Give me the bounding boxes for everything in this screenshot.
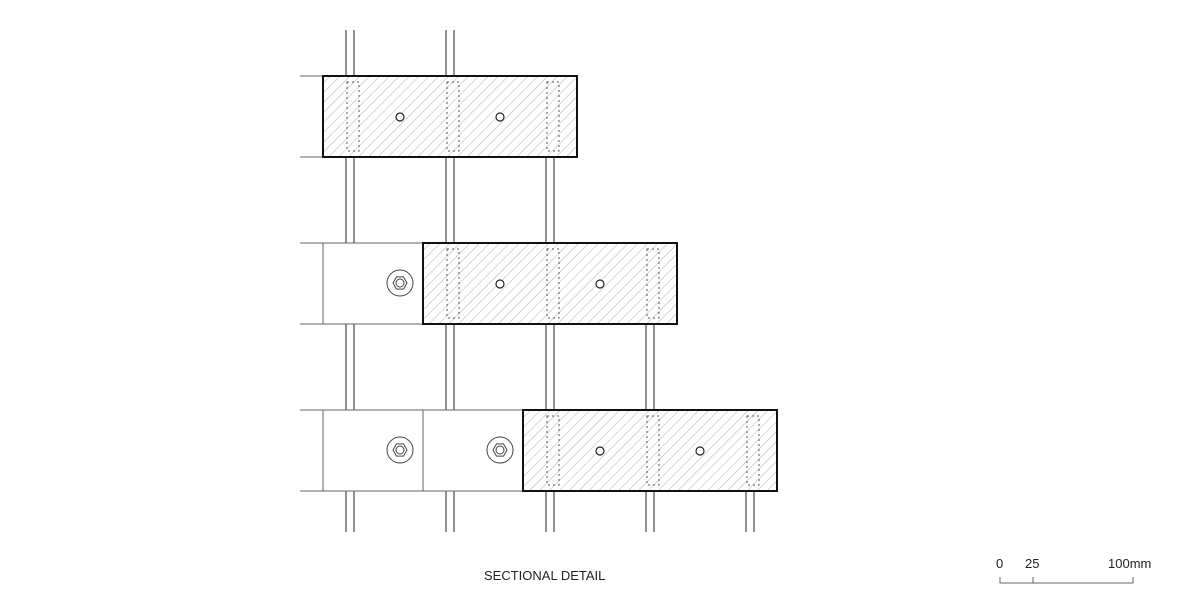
hatched-block <box>422 242 678 325</box>
bolt-icon <box>495 445 505 455</box>
hole-icon <box>595 279 605 289</box>
scale-label-0: 0 <box>996 556 1004 571</box>
hidden-rod-outline <box>446 81 460 152</box>
hidden-rod-outline <box>346 81 360 152</box>
blocks <box>300 75 778 492</box>
hidden-rod-outline <box>446 248 460 319</box>
scale-label-25: 25 <box>1025 556 1040 571</box>
hatch-fill <box>523 410 777 491</box>
hatch-fill <box>423 243 677 324</box>
hole-icon <box>495 112 505 122</box>
scale-bar <box>999 577 1134 584</box>
hatched-block <box>322 75 578 158</box>
hole-icon <box>695 446 705 456</box>
bolt-icon <box>395 278 405 288</box>
hatch-fill <box>323 76 577 157</box>
hidden-rod-outline <box>646 248 660 319</box>
hole-icon <box>395 112 405 122</box>
hatched-block <box>522 409 778 492</box>
hole-icon <box>495 279 505 289</box>
hole-icon <box>595 446 605 456</box>
hidden-rod-outline <box>546 81 560 152</box>
bolt-icon <box>395 445 405 455</box>
hidden-rod-outline <box>646 415 660 486</box>
hidden-rod-outline <box>546 415 560 486</box>
scale-label-100mm: 100mm <box>1108 556 1152 571</box>
hidden-rod-outline <box>746 415 760 486</box>
drawing-title: SECTIONAL DETAIL <box>484 568 606 583</box>
hidden-rod-outline <box>546 248 560 319</box>
